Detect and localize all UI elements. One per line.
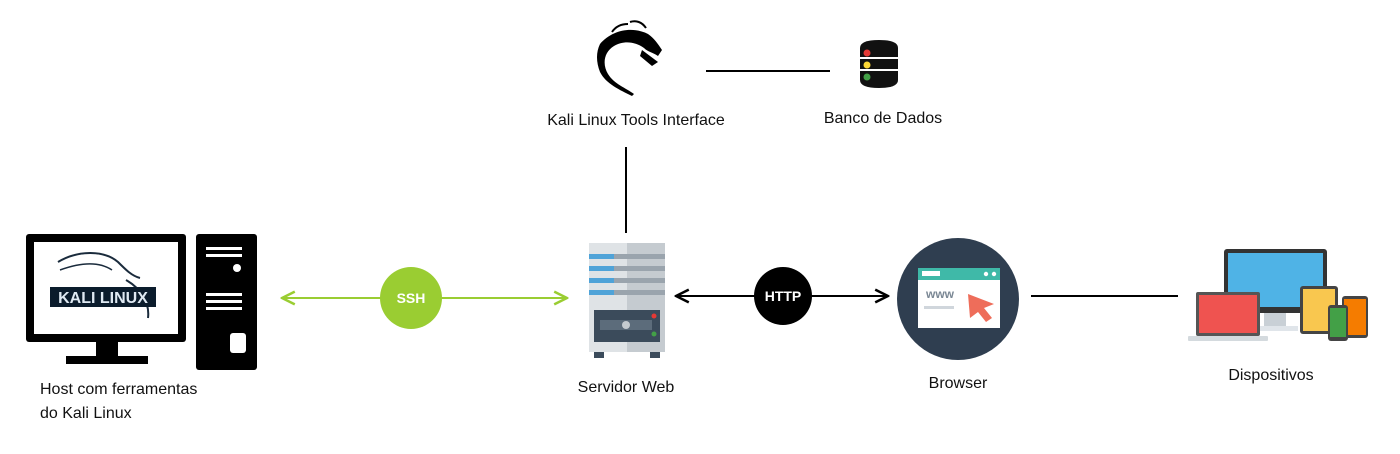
desktop-computer-icon: KALI LINUX [26,234,257,370]
server-rack-icon [589,243,665,358]
ssh-badge-label: SSH [397,290,426,306]
kali-tools-label: Kali Linux Tools Interface [547,112,725,129]
http-badge-label: HTTP [765,288,802,304]
database-label: Banco de Dados [823,110,943,127]
host-label-line2: do Kali Linux [40,405,132,422]
browser-window-icon: www [897,238,1019,360]
host-label-line1: Host com ferramentas [40,381,198,398]
browser-window-text: www [925,287,955,301]
http-badge: HTTP [754,267,812,325]
kali-dragon-icon [597,20,662,97]
ssh-badge: SSH [380,267,442,329]
multi-device-icon [1188,249,1368,341]
database-icon [860,40,898,88]
web-server-label: Servidor Web [577,379,675,396]
browser-label: Browser [928,375,988,392]
host-screen-text: KALI LINUX [58,290,148,307]
devices-label: Dispositivos [1228,367,1314,384]
